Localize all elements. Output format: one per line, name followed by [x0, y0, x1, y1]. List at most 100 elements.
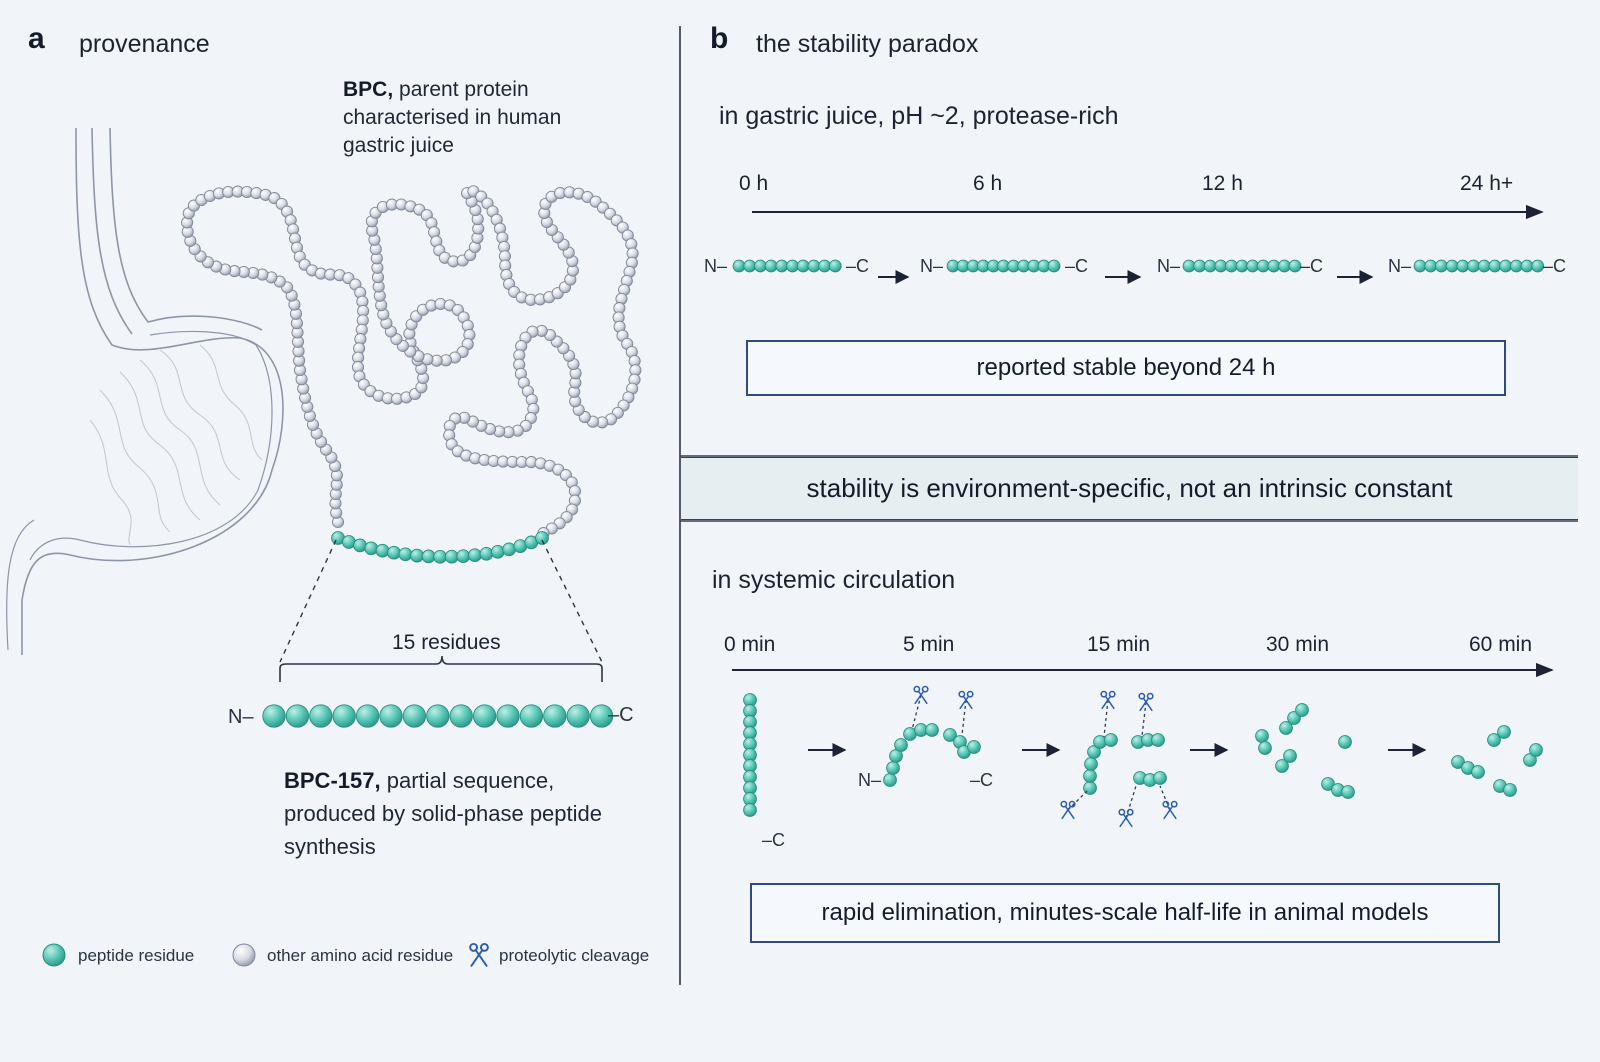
peptide-residue — [1255, 729, 1269, 743]
systemic-time-4: 60 min — [1469, 633, 1533, 656]
parent-protein-name: BPC, — [343, 78, 394, 101]
peptide-residue — [1246, 259, 1259, 273]
peptide-residue — [1413, 259, 1427, 273]
peptide-residue — [1047, 259, 1061, 273]
peptide-residue — [1225, 259, 1238, 273]
gastric-chains — [732, 259, 1545, 273]
systemic-time-2: 15 min — [1087, 633, 1151, 656]
peptide-residue — [1084, 757, 1098, 771]
peptide-residue — [1424, 259, 1438, 273]
peptide-residue — [1083, 769, 1097, 783]
peptide-residue — [262, 704, 286, 728]
peptide-residue — [285, 704, 310, 728]
peptide-residue — [1341, 785, 1355, 799]
systemic-time-3: 30 min — [1266, 633, 1330, 656]
cleavage-leader-line — [1103, 699, 1109, 738]
panel-b-title: the stability paradox — [756, 30, 979, 58]
peptide-residue — [775, 259, 789, 273]
peptide-residue — [1258, 741, 1272, 755]
fragment-caption: BPC-157, partial sequence, produced by s… — [284, 764, 614, 863]
legend-other-label: other amino acid residue — [267, 946, 454, 965]
scissors-icon — [1118, 808, 1134, 828]
gastric-result-box: reported stable beyond 24 h — [746, 340, 1506, 396]
stomach-illustration — [6, 127, 284, 655]
peptide-residue — [764, 259, 778, 273]
peptide-residue — [1151, 733, 1165, 747]
peptide-residue — [421, 549, 436, 564]
peptide-residue — [496, 704, 520, 728]
gastric-chain-3-c: –C — [1300, 256, 1324, 276]
peptide-residue — [818, 259, 831, 273]
peptide-residue — [925, 723, 939, 737]
big-chain-n-terminus: N– — [228, 706, 254, 728]
systemic-result-box: rapid elimination, minutes-scale half-li… — [750, 883, 1500, 943]
gastric-time-3: 24 h+ — [1460, 172, 1514, 195]
residue-brace — [279, 655, 603, 682]
peptide-residue — [589, 704, 614, 728]
peptide-residue — [967, 740, 981, 754]
peptide-residue — [1488, 259, 1502, 273]
legend-peptide-label: peptide residue — [78, 946, 195, 965]
peptide-residue — [894, 738, 908, 752]
scissors-icon — [1138, 692, 1154, 712]
peptide-residue — [449, 704, 473, 728]
peptide-residue — [1523, 753, 1537, 767]
gastric-time-1: 6 h — [973, 172, 1003, 195]
scissors-icon — [913, 685, 929, 705]
gastric-chain-3-n: N– — [1157, 256, 1181, 276]
peptide-residue — [479, 546, 494, 561]
cleavage-leader-line — [911, 694, 922, 731]
legend-other-swatch — [232, 943, 256, 967]
peptide-residue — [398, 547, 413, 562]
zoom-line-left — [279, 539, 337, 663]
peptide-residue — [1193, 259, 1206, 273]
scissors-icon — [1100, 690, 1116, 710]
scissors-icon — [469, 942, 489, 967]
peptide-residue — [1256, 259, 1270, 273]
systemic-fragment-n-end: N– — [858, 770, 882, 790]
peptide-residue — [1153, 771, 1167, 785]
peptide-residue — [490, 544, 505, 559]
systemic-time-0: 0 min — [724, 633, 776, 656]
peptide-residue — [1087, 745, 1101, 759]
stability-statement-band: stability is environment-specific, not a… — [681, 457, 1578, 520]
peptide-residue — [1531, 259, 1545, 273]
peptide-residue — [433, 549, 447, 564]
peptide-residue — [353, 538, 367, 553]
gastric-time-2: 12 h — [1202, 172, 1243, 195]
peptide-residue — [379, 704, 403, 728]
peptide-residue — [364, 541, 379, 556]
peptide-residue — [402, 704, 427, 728]
peptide-residue — [410, 548, 424, 563]
peptide-residue — [1104, 733, 1118, 747]
peptide-residue — [1497, 725, 1511, 739]
fragment-description: partial sequence, produced by solid-phas… — [284, 768, 603, 859]
gastric-chain-4-c: –C — [1543, 256, 1567, 276]
peptide-residue — [1275, 759, 1289, 773]
peptide-residue — [1529, 743, 1543, 757]
peptide-residue — [807, 259, 821, 273]
peptide-residue — [1503, 783, 1517, 797]
peptide-residue — [566, 704, 590, 728]
gastric-chain-2-c: –C — [1065, 256, 1089, 276]
parent-protein-caption: BPC, parent protein characterised in hum… — [343, 76, 588, 160]
peptide-residue — [943, 728, 957, 742]
scissors-icon — [1060, 800, 1076, 820]
peptide-residue — [786, 259, 799, 273]
peptide-residue — [375, 543, 390, 558]
peptide-residue — [468, 548, 482, 563]
peptide-residue — [355, 704, 380, 728]
systemic-fragment-c-end: –C — [970, 770, 994, 790]
gastric-chain-1-n: N– — [704, 256, 728, 276]
peptide-residue — [519, 704, 544, 728]
peptide-residue — [543, 704, 567, 728]
peptide-residue — [332, 704, 356, 728]
parent-protein-coil — [181, 185, 642, 540]
peptide-residue — [1235, 259, 1249, 273]
systemic-title: in systemic circulation — [712, 566, 956, 594]
peptide-residue — [1487, 733, 1501, 747]
cleavage-leader-line — [1067, 789, 1089, 811]
peptide-residue — [1445, 259, 1459, 273]
